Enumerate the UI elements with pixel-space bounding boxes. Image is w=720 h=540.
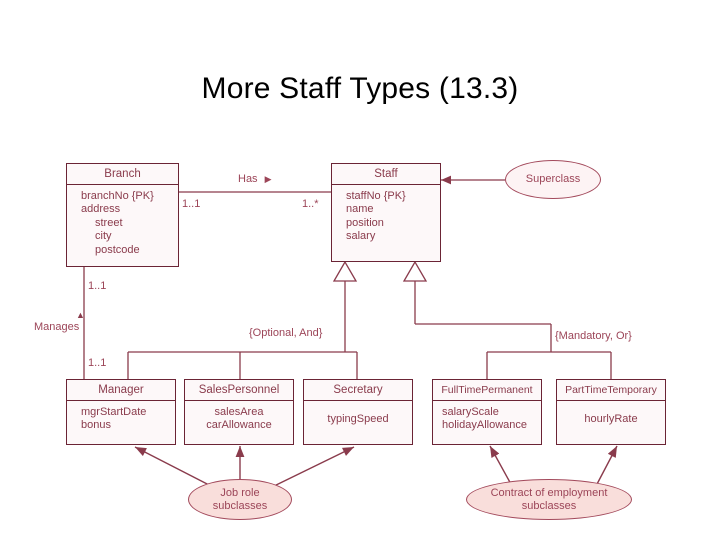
arrow-note-to-part-time-temporary [595,445,618,487]
attribute: salesArea [214,406,264,418]
entity-branch[interactable]: Branch branchNo {PK} address street city… [66,163,179,267]
constraint-job-role: {Optional, And} [249,327,323,339]
entity-sales-personnel-attributes: salesArea carAllowance [185,401,293,437]
relationship-manages-label: Manages [34,321,80,333]
arrow-note-to-full-time-permanent [489,445,513,487]
arrow-note-to-manager [134,446,214,488]
entity-staff-attributes: staffNo {PK} name position salary [332,185,440,248]
entity-branch-attributes: branchNo {PK} address street city postco… [67,185,178,261]
arrow-note-to-secretary [269,446,355,489]
entity-sales-personnel[interactable]: SalesPersonnel salesArea carAllowance [184,379,294,445]
note-contract-line-1: Contract of employment [490,486,608,499]
entity-manager-name: Manager [67,380,175,401]
attribute: hourlyRate [584,413,638,425]
note-job-role-line-1: Job role [220,486,260,499]
note-job-role-subclasses[interactable]: Job role subclasses [188,479,292,520]
relationship-manages-direction-icon: ▲ [76,310,85,320]
entity-part-time-temporary-name: PartTimeTemporary [557,380,665,401]
entity-secretary-attributes: typingSpeed [304,401,412,430]
relationship-has-label: Has ▶ [238,173,272,185]
entity-staff[interactable]: Staff staffNo {PK} name position salary [331,163,441,262]
attribute: street [95,216,123,229]
attribute: bonus [81,419,111,432]
note-superclass-label: Superclass [525,173,581,185]
attribute: salary [346,230,376,243]
attribute: carAllowance [206,419,272,432]
entity-secretary-name: Secretary [304,380,412,401]
entity-staff-name: Staff [332,164,440,185]
attribute: address [81,203,121,216]
attribute: name [346,203,374,216]
entity-full-time-permanent-attributes: salaryScale holidayAllowance [433,401,541,437]
entity-sales-personnel-name: SalesPersonnel [185,380,293,401]
note-superclass[interactable]: Superclass [505,160,601,199]
attribute: branchNo {PK} [81,190,154,202]
arrowhead-superclass-to-staff [441,175,451,185]
entity-branch-name: Branch [67,164,178,185]
entity-manager[interactable]: Manager mgrStartDate bonus [66,379,176,445]
entity-manager-attributes: mgrStartDate bonus [67,401,175,437]
attribute: typingSpeed [327,413,389,425]
entity-secretary[interactable]: Secretary typingSpeed [303,379,413,445]
relationship-has-text: Has [238,173,258,185]
page-title: More Staff Types (13.3) [201,72,519,105]
note-contract-line-2: subclasses [521,499,577,512]
note-job-role-line-2: subclasses [212,499,268,512]
entity-full-time-permanent-name: FullTimePermanent [433,380,541,401]
multiplicity-branch-has: 1..1 [182,198,201,210]
note-contract-subclasses[interactable]: Contract of employment subclasses [466,479,632,520]
attribute: postcode [95,243,140,256]
multiplicity-manages-bottom: 1..1 [88,357,107,369]
multiplicity-staff-has: 1..* [302,198,319,210]
attribute: staffNo {PK} [346,190,406,202]
attribute: mgrStartDate [81,406,147,418]
entity-part-time-temporary-attributes: hourlyRate [557,401,665,430]
generalization-triangle-contract [402,260,428,282]
relationship-direction-icon: ▶ [264,174,272,184]
attribute: city [95,230,112,243]
entity-full-time-permanent[interactable]: FullTimePermanent salaryScale holidayAll… [432,379,542,445]
constraint-contract: {Mandatory, Or} [555,330,632,342]
attribute: salaryScale [442,406,499,418]
attribute: holidayAllowance [442,419,527,432]
multiplicity-manages-top: 1..1 [88,280,107,292]
attribute: position [346,216,384,229]
generalization-triangle-job-role [332,260,358,282]
entity-part-time-temporary[interactable]: PartTimeTemporary hourlyRate [556,379,666,445]
